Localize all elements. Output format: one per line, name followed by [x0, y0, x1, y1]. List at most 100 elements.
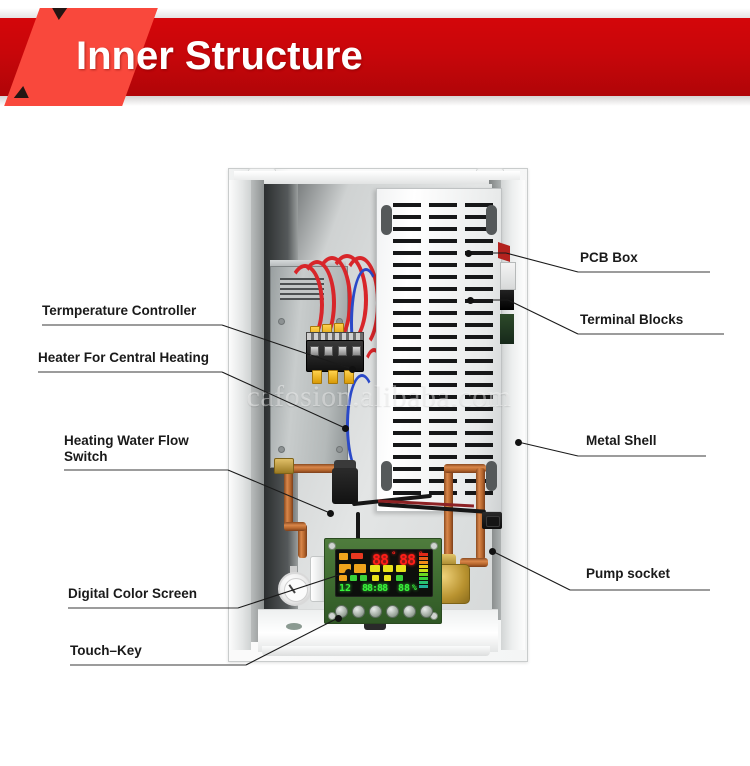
- lcd-status-icon: [339, 564, 351, 573]
- leader-dot-terminal-blocks: [467, 297, 474, 304]
- pcb-screw: [430, 542, 438, 550]
- touch-key[interactable]: [420, 605, 433, 618]
- copper-pipe: [444, 468, 453, 564]
- lcd-temp-right: 88: [399, 551, 416, 569]
- banner-top-shadow: [0, 8, 750, 19]
- callout-metal-shell: Metal Shell: [586, 433, 657, 448]
- lcd-status-icon: [370, 565, 380, 572]
- cabinet-top-wall: [234, 171, 520, 185]
- terminal-red-wire: [498, 242, 510, 262]
- pcb-box: [376, 188, 502, 512]
- gauge-face: [284, 578, 308, 602]
- lcd-mode-icon: [351, 553, 363, 559]
- lcd-temp-right-unit: °: [418, 551, 424, 561]
- touch-key[interactable]: [352, 605, 365, 618]
- copper-pipe: [460, 558, 488, 567]
- product-photo: 88 ° 88 ° 12 88:88 88 %: [228, 168, 528, 662]
- callout-heater-central-heating: Heater For Central Heating: [38, 350, 210, 365]
- leader-dot-heater: [342, 425, 349, 432]
- lcd-status-icon: [384, 575, 391, 581]
- touch-key[interactable]: [369, 605, 382, 618]
- wire-lug: [312, 370, 322, 384]
- pcb-grommet-icon: [381, 461, 392, 491]
- floor-drain-icon: [286, 623, 302, 630]
- leader-dot-metal-shell: [515, 439, 522, 446]
- lcd-bargraph-seg: [419, 573, 428, 576]
- leader-dot-touch-key: [335, 615, 342, 622]
- callout-terminal-blocks: Terminal Blocks: [580, 312, 684, 327]
- callout-pump-socket: Pump socket: [586, 566, 671, 581]
- cabinet-left-wall: [229, 180, 251, 650]
- lcd-bargraph-seg: [419, 565, 428, 568]
- terminal-screw: [324, 346, 333, 356]
- lcd-row-left: 12: [339, 583, 352, 594]
- lcd-status-icon: [396, 565, 406, 572]
- page-title: Inner Structure: [76, 34, 363, 78]
- lcd-bargraph-seg: [419, 581, 428, 584]
- black-cable: [356, 512, 360, 540]
- copper-pipe: [444, 464, 486, 473]
- heater-screw: [336, 446, 343, 453]
- terminal-screw: [352, 346, 361, 356]
- lcd-status-icon: [396, 575, 403, 581]
- terminal-blocks: [500, 262, 516, 290]
- copper-pipe: [284, 468, 293, 530]
- heating-water-flow-switch: [332, 468, 358, 504]
- cabinet-floor-lip: [262, 646, 490, 656]
- lcd-bargraph-seg: [419, 557, 428, 560]
- leader-dot-temperature-controller: [349, 366, 356, 373]
- terminal-screw: [338, 346, 347, 356]
- callout-pcb-box: PCB Box: [580, 250, 638, 265]
- lcd-row-right-unit: %: [412, 583, 417, 592]
- callout-temperature-controller: Termperature Controller: [42, 303, 197, 318]
- lcd-bargraph-seg: [419, 569, 428, 572]
- lcd-bargraph-seg: [419, 585, 428, 588]
- lcd-bargraph-seg: [419, 561, 428, 564]
- lcd-status-icon: [354, 564, 366, 573]
- heater-screw: [278, 318, 285, 325]
- terminal-blocks-dark: [500, 290, 514, 310]
- copper-pipe: [298, 524, 307, 558]
- leader-dot-pump-socket: [489, 548, 496, 555]
- control-pcb: 88 ° 88 ° 12 88:88 88 %: [324, 538, 442, 624]
- pcb-vent-slots: [465, 203, 493, 499]
- touch-key[interactable]: [386, 605, 399, 618]
- pcb-grommet-icon: [381, 205, 392, 235]
- callout-heating-water-flow-switch: Heating Water Flow Switch: [64, 433, 189, 464]
- leader-dot-flow-switch: [327, 510, 334, 517]
- copper-pipe: [284, 522, 306, 531]
- lcd-temp-left-unit: °: [391, 551, 397, 561]
- lcd-status-icon: [350, 575, 357, 581]
- cabinet-left-inner-wall: [251, 180, 264, 642]
- copper-pipe: [284, 464, 346, 473]
- blue-wire: [350, 268, 382, 378]
- heater-screw: [278, 446, 285, 453]
- leader-dot-pcb-box: [465, 250, 472, 257]
- copper-pipe: [476, 468, 485, 560]
- lcd-row-right: 88: [398, 583, 411, 594]
- pump-socket-pin: [486, 516, 500, 527]
- pcb-screw: [328, 542, 336, 550]
- lcd-status-icon: [360, 575, 367, 581]
- lcd-bargraph-seg: [419, 577, 428, 580]
- pcb-vent-slots: [393, 203, 421, 499]
- lcd-status-icon: [383, 565, 393, 572]
- lcd-row-mid: 88:88: [362, 583, 388, 594]
- wire-lug: [328, 370, 338, 384]
- callout-digital-color-screen: Digital Color Screen: [68, 586, 198, 601]
- pcb-mount-bracket: [364, 620, 386, 630]
- pcb-grommet-icon: [486, 461, 497, 491]
- lcd-status-icon: [372, 575, 379, 581]
- touch-key[interactable]: [403, 605, 416, 618]
- pcb-grommet-icon: [486, 205, 497, 235]
- lcd-flame-icon: [339, 553, 348, 560]
- leader-dot-digital-screen: [345, 569, 352, 576]
- lcd-bargraph-seg: [419, 553, 428, 556]
- banner-drop-shadow: [0, 96, 750, 106]
- terminal-green-wire: [500, 314, 514, 344]
- brass-fitting: [274, 458, 294, 474]
- pressure-gauge: [278, 572, 312, 606]
- callout-touch-key: Touch–Key: [70, 643, 142, 658]
- flow-switch-cap: [334, 460, 356, 470]
